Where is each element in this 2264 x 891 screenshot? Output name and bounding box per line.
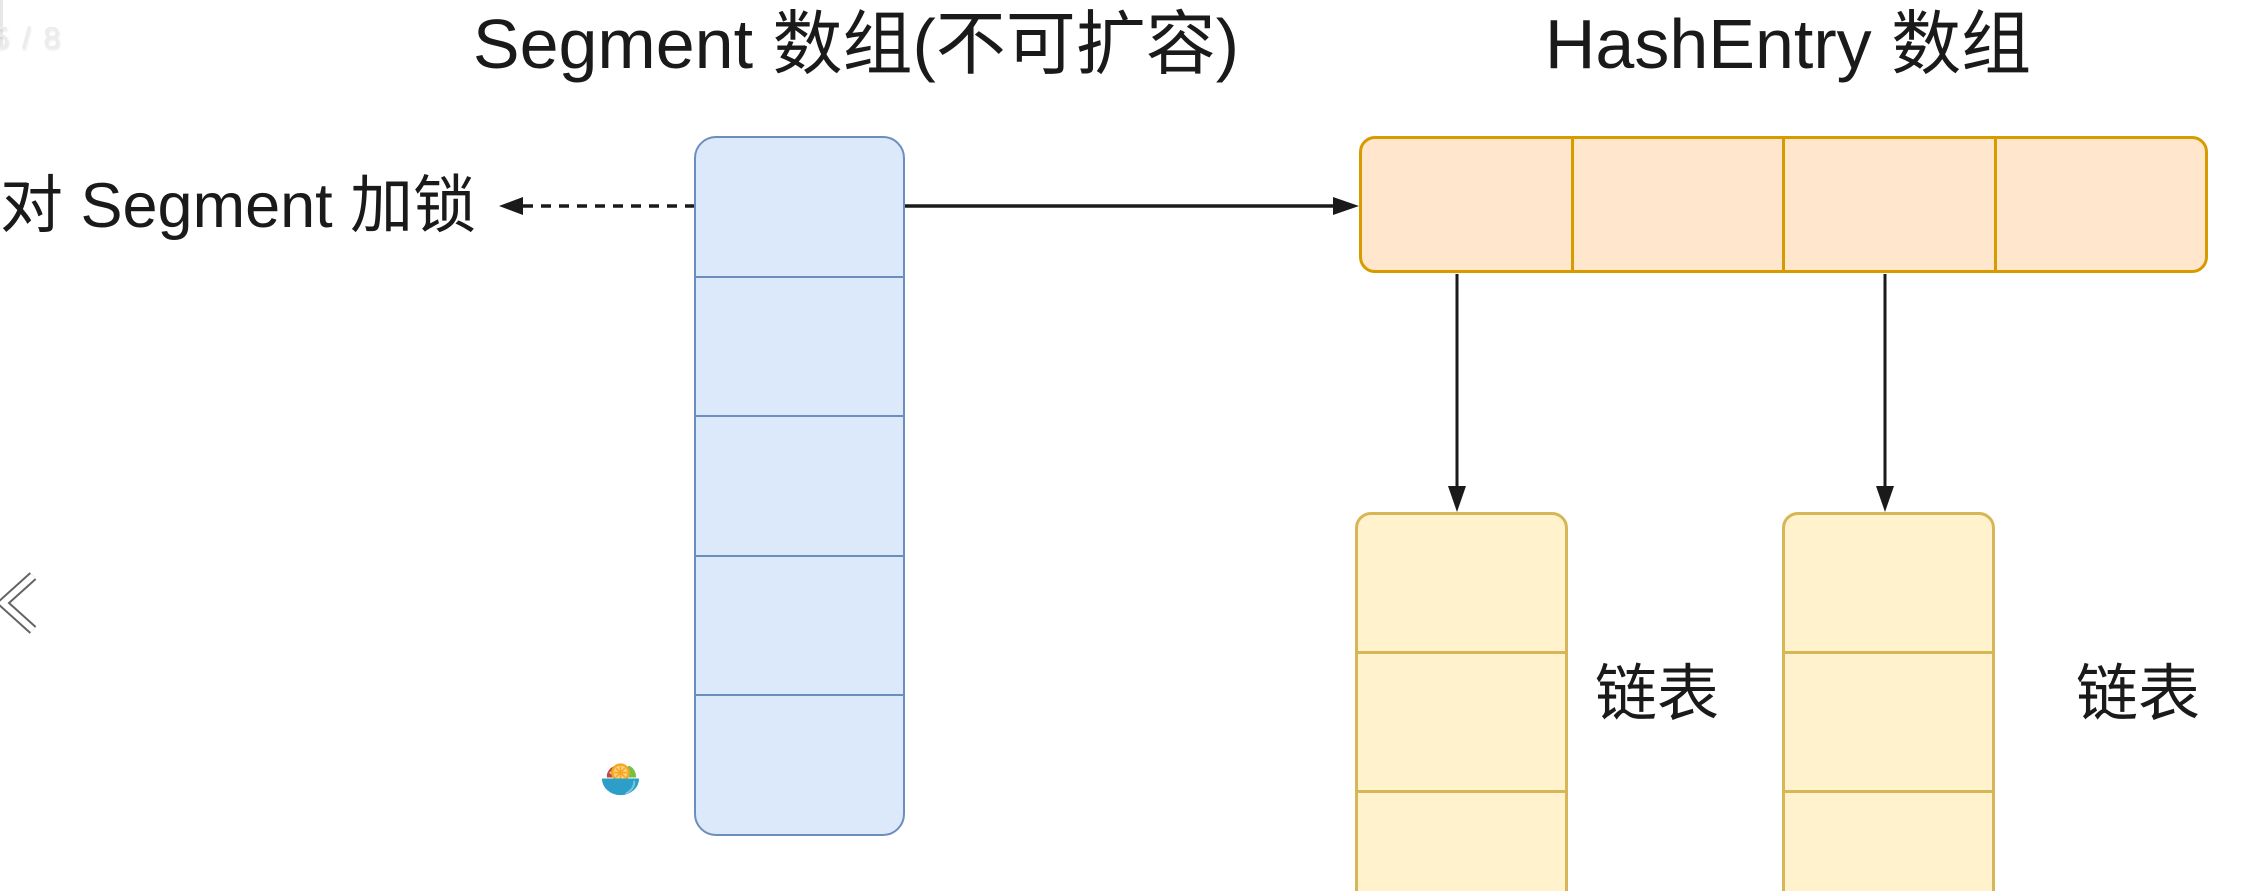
- chevron-left-icon: [0, 570, 40, 636]
- segment-cell: [696, 415, 903, 555]
- segment-cell: [696, 138, 903, 276]
- arrow-hashentry-to-list-2: [1871, 274, 1899, 514]
- linked-list-array-1: [1355, 512, 1568, 891]
- linked-list-label-1: 链表: [1594, 660, 1720, 729]
- page-counter: 5 / 8: [0, 20, 63, 55]
- list-cell: [1785, 651, 1992, 790]
- dashed-arrow-to-lock-label: [495, 190, 705, 222]
- list-cell: [1358, 651, 1565, 790]
- segment-array-title: Segment 数组(不可扩容): [472, 5, 1240, 83]
- hashentry-cell: [1362, 139, 1571, 270]
- arrow-hashentry-to-list-1: [1443, 274, 1471, 514]
- edge-tick: [0, 0, 3, 46]
- hashentry-array: [1359, 136, 2208, 273]
- segment-array: [694, 136, 905, 836]
- segment-cell: [696, 694, 903, 834]
- list-cell: [1785, 790, 1992, 891]
- hashentry-cell: [1782, 139, 1994, 270]
- list-cell: [1358, 790, 1565, 891]
- hashentry-array-title: HashEntry 数组: [1544, 5, 2032, 83]
- linked-list-label-2: 链表: [2075, 660, 2201, 729]
- arrow-segment-to-hashentry: [903, 190, 1361, 222]
- fruit-bowl-icon: [597, 756, 644, 803]
- segment-cell: [696, 554, 903, 695]
- hashentry-cell: [1993, 139, 2206, 270]
- hashentry-cell: [1570, 139, 1783, 270]
- linked-list-array-2: [1782, 512, 1995, 891]
- prev-page-button[interactable]: [0, 570, 40, 636]
- list-cell: [1785, 515, 1992, 651]
- segment-cell: [696, 275, 903, 416]
- lock-annotation: 对 Segment 加锁: [0, 171, 477, 241]
- list-cell: [1358, 515, 1565, 651]
